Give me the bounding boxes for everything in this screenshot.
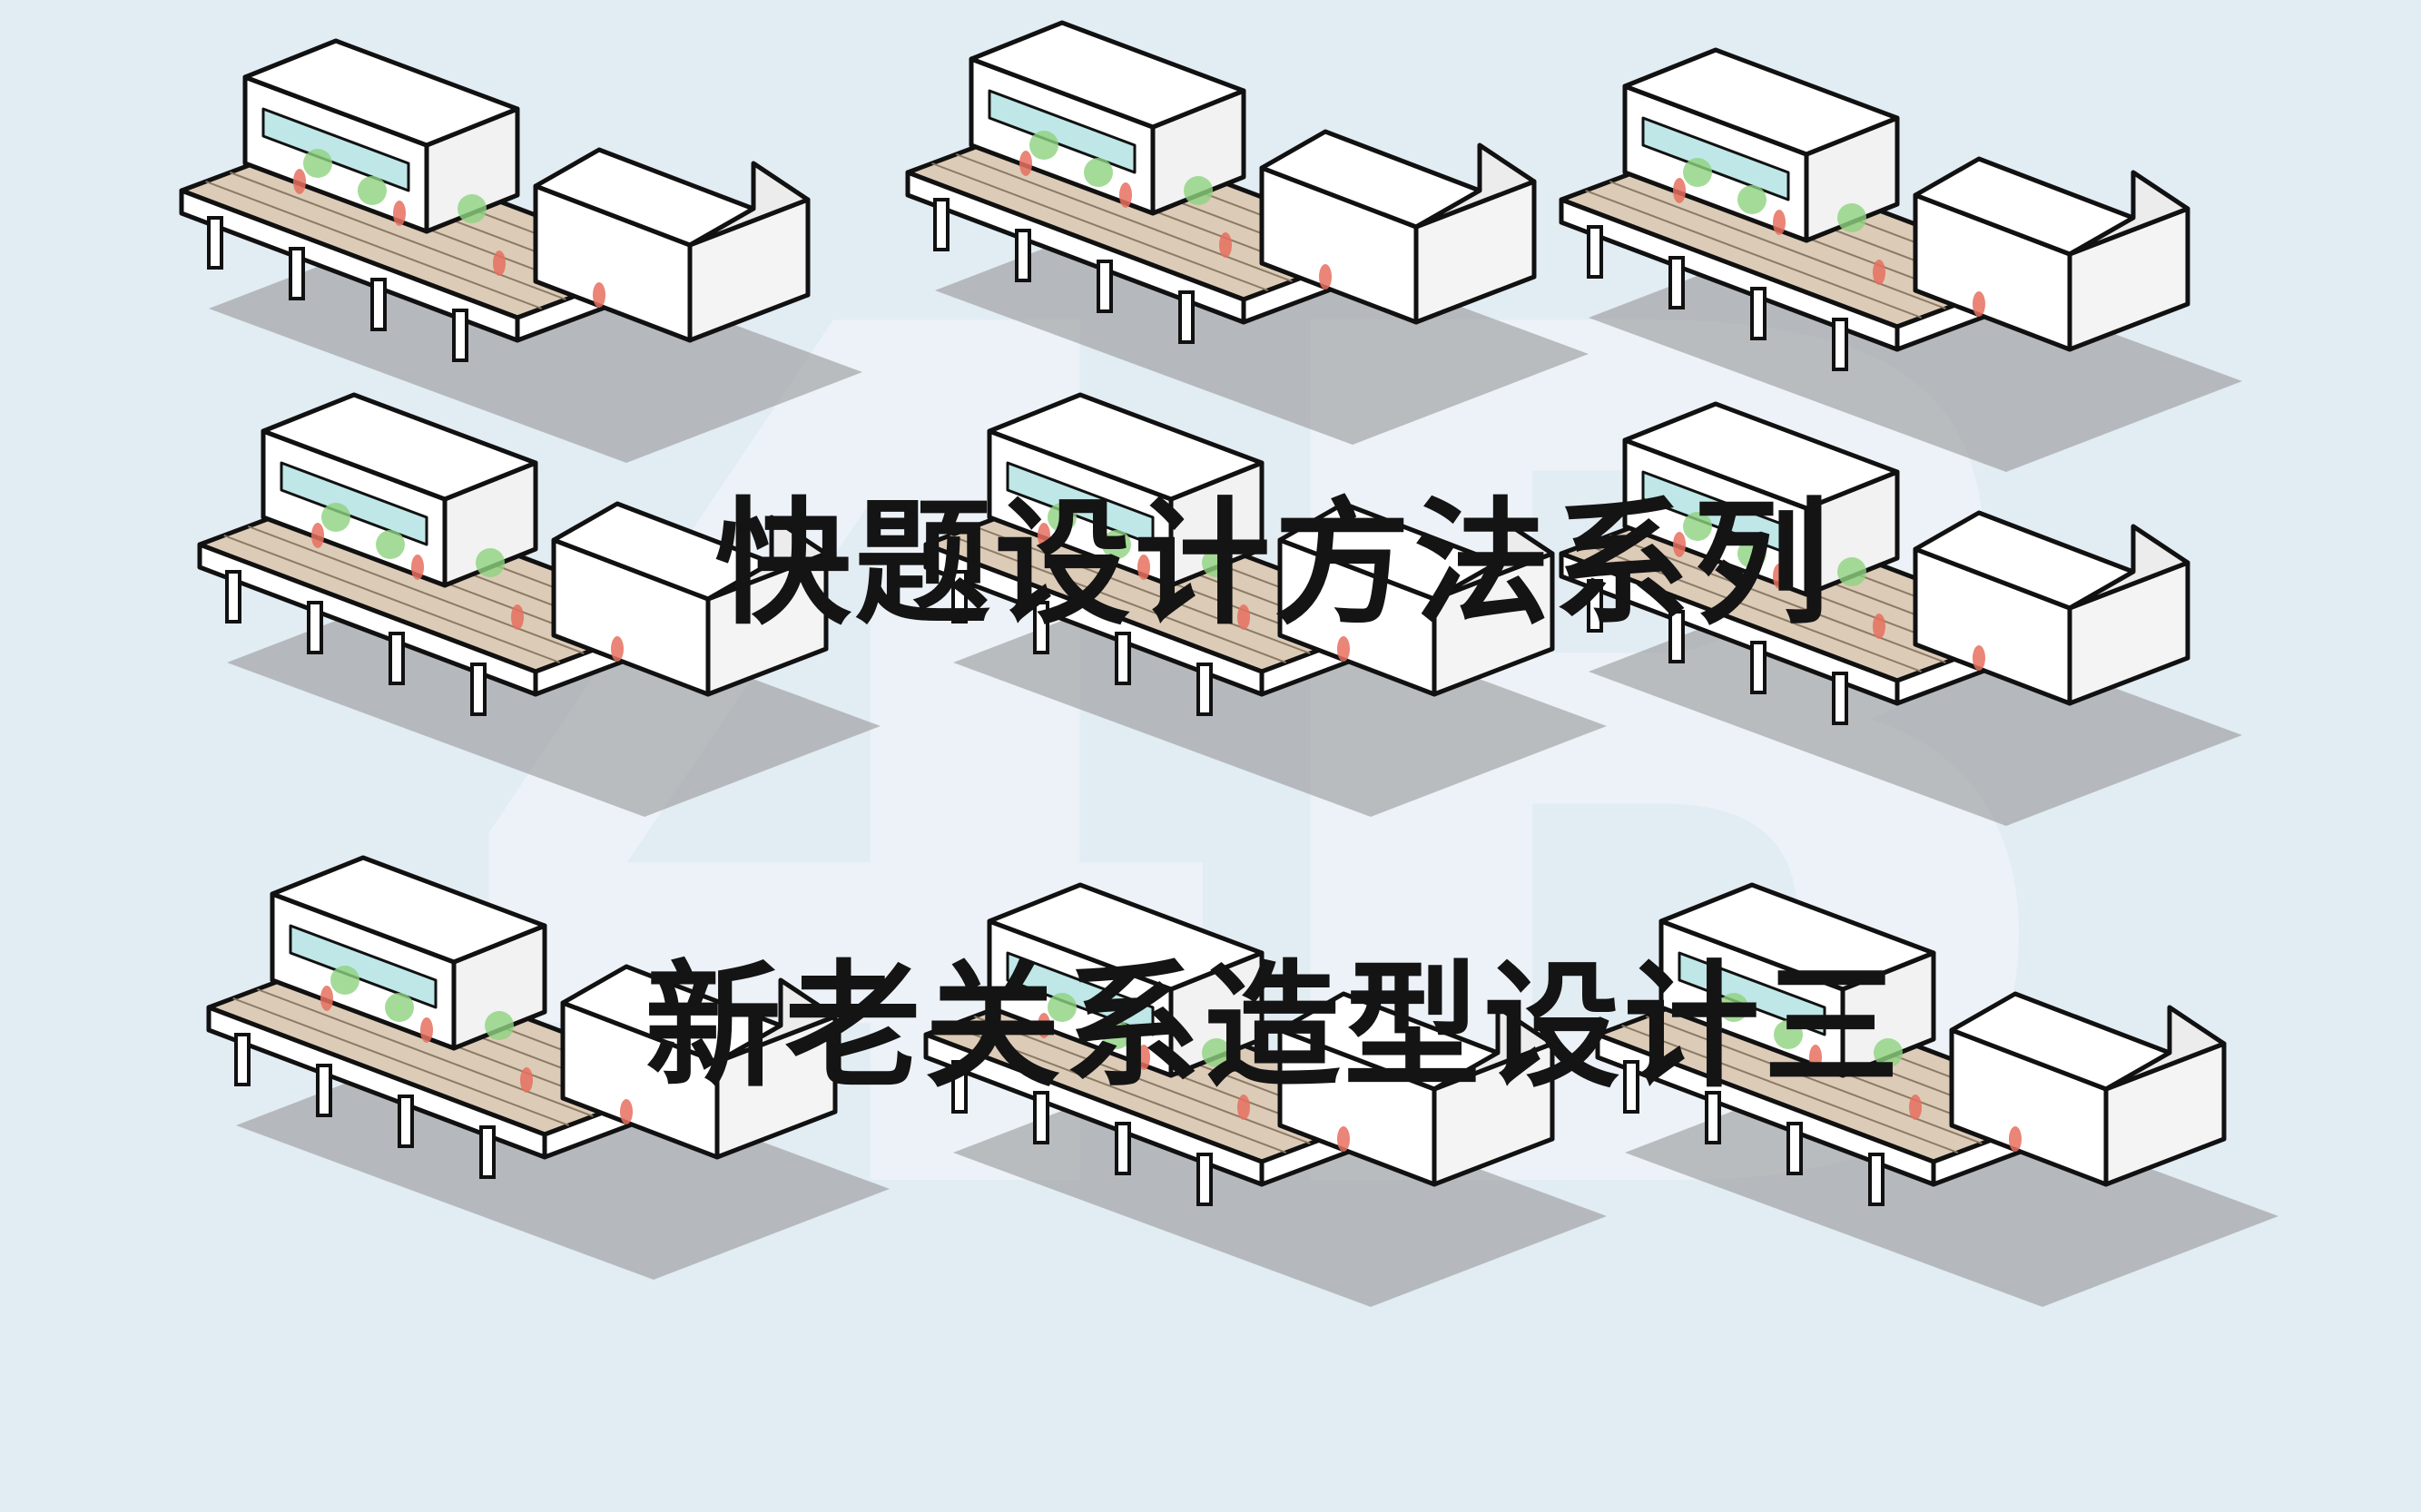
building-sketch-8 [923,882,1607,1307]
building-sketch-7 [206,855,890,1280]
building-sketch-4 [197,392,881,817]
building-sketch-2 [905,20,1589,445]
building-sketch-5 [923,392,1607,817]
building-sketch-6 [1559,401,2242,826]
building-sketch-9 [1595,882,2278,1307]
building-sketch-1 [179,38,862,463]
building-sketch-3 [1559,47,2242,472]
series-title: 快题设计方法系列 [714,486,1834,643]
episode-title: 新老关系造型设计三 [645,948,1904,1106]
